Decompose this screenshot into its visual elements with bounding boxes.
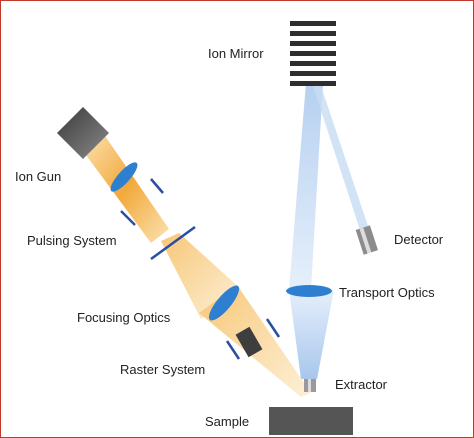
focusing-optics-lens [208,285,240,321]
secondary-beam-upper [289,83,323,290]
label-ion-gun: Ion Gun [15,169,62,184]
label-pulsing-system: Pulsing System [27,233,117,248]
ion-gun-lens [110,162,138,192]
deflector-plate-2 [120,210,136,226]
detector [355,225,378,255]
label-raster-system: Raster System [120,362,206,377]
deflector-plate-1 [150,178,164,194]
label-ion-mirror: Ion Mirror [208,46,264,61]
ion-mirror [290,21,336,86]
detector-beam [313,86,369,233]
label-detector: Detector [394,232,444,247]
sample [269,407,353,435]
extractor [304,379,316,392]
primary-beam-1 [83,133,169,243]
secondary-beam-lower [289,290,334,379]
transport-optics-lens [286,285,332,297]
pulsing-system-plate [150,225,196,261]
label-transport-optics: Transport Optics [339,285,435,300]
ion-gun [57,107,109,159]
label-extractor: Extractor [335,377,388,392]
raster-system [225,318,281,360]
label-sample: Sample [205,414,250,429]
label-focusing-optics: Focusing Optics [77,310,171,325]
